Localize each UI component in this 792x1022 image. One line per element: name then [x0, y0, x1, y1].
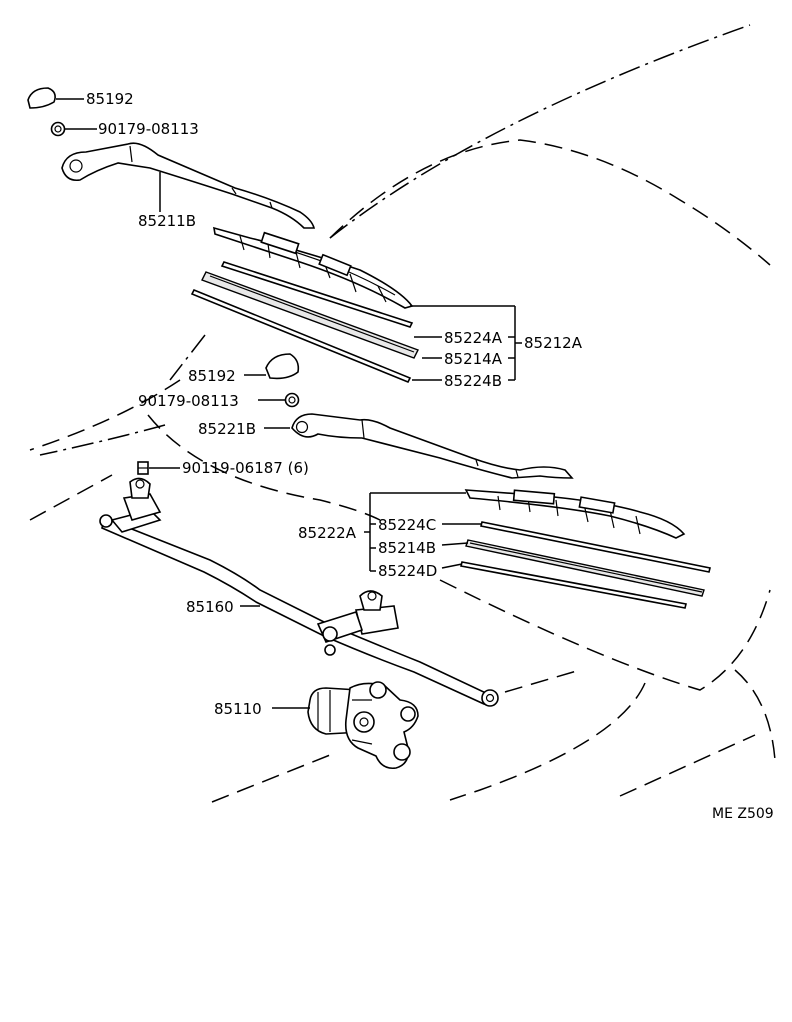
wiper-arm-cap-lower [244, 353, 300, 380]
blade-insert-left-b [190, 288, 412, 384]
part-label-85192-lower: 85192 [188, 367, 236, 385]
hex-nut-upper [50, 121, 97, 137]
part-label-85222a: 85222A [298, 524, 357, 542]
diagram-code: ME Z509 [712, 806, 774, 822]
wiper-arm-right [264, 413, 574, 479]
left-blade-callout [410, 305, 522, 381]
windshield-outline [29, 24, 776, 803]
blade-insert-left-a [220, 261, 414, 328]
blade-rubber-right [465, 539, 705, 597]
part-label-90179-08113-upper: 90179-08113 [98, 120, 199, 138]
part-label-85224a: 85224A [444, 329, 503, 347]
wiper-arm-cap-upper [27, 87, 84, 109]
wiper-link-assembly [99, 477, 499, 707]
part-label-85224c: 85224C [378, 516, 436, 534]
wiper-blade-left [213, 226, 414, 309]
wiper-blade-right [464, 489, 686, 539]
part-label-85224b: 85224B [444, 372, 502, 390]
part-label-85214b: 85214B [378, 539, 436, 557]
blade-rubber-left [201, 271, 419, 359]
hex-nut-lower [258, 392, 300, 408]
part-label-85192-upper: 85192 [86, 90, 134, 108]
part-label-90179-08113-lower: 90179-08113 [138, 392, 239, 410]
wiper-motor [272, 681, 419, 770]
part-label-85211b: 85211B [138, 212, 196, 230]
bolt [137, 461, 180, 475]
part-label-85224d: 85224D [378, 562, 437, 580]
right-blade-callout [364, 492, 482, 572]
part-label-90119-06187: 90119-06187 (6) [182, 459, 309, 477]
part-label-85221b: 85221B [198, 420, 256, 438]
part-label-85212a: 85212A [524, 334, 583, 352]
part-label-85160: 85160 [186, 598, 234, 616]
part-label-85110: 85110 [214, 700, 262, 718]
wiper-arm-left [61, 142, 316, 229]
part-label-85214a: 85214A [444, 350, 503, 368]
